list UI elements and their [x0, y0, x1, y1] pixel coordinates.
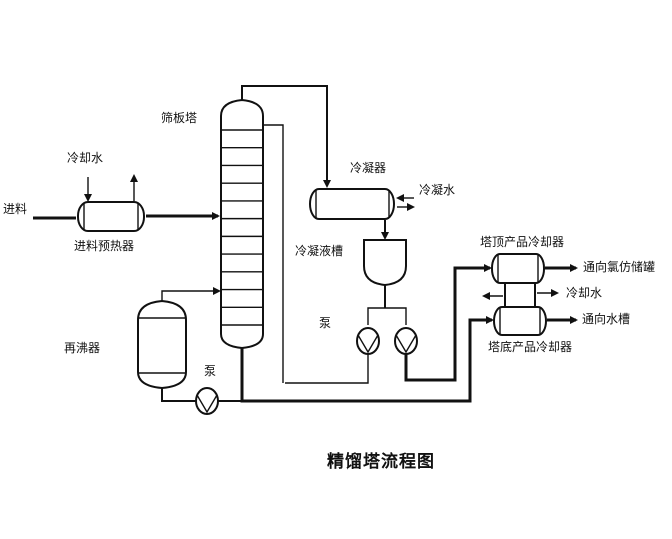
label-condensate-tank: 冷凝液槽: [295, 244, 344, 258]
sieve-tray-column: [220, 98, 264, 350]
top-product-cooler: [491, 253, 545, 284]
reflux-pump-return-line: [285, 354, 369, 384]
label-preheater-cooling-water: 冷却水: [67, 151, 104, 165]
top-product-line: [404, 264, 492, 382]
label-top-product-cooler: 塔顶产品冷却器: [480, 235, 565, 249]
vapor-line: [241, 85, 331, 188]
label-to-water-tank: 通向水槽: [582, 312, 631, 326]
label-condenser: 冷凝器: [350, 161, 387, 175]
bottom-product-line: [240, 316, 494, 403]
condenser: [309, 188, 395, 220]
bottom-product-cooler: [493, 306, 547, 336]
diagram-title: 精馏塔流程图: [327, 452, 435, 472]
label-pump-reflux: 泵: [319, 316, 332, 330]
reflux-line: [264, 124, 284, 383]
label-sieve-tray-column: 筛板塔: [161, 111, 198, 125]
product-pump: [394, 327, 418, 355]
cooler-connector: [504, 282, 536, 310]
reboiler: [137, 299, 187, 390]
pump-header: [367, 307, 407, 325]
label-reboiler: 再沸器: [64, 341, 101, 355]
label-product-cooling-water: 冷却水: [566, 286, 603, 300]
reflux-pump: [356, 327, 380, 355]
reboiler-vapor-line: [161, 287, 221, 301]
label-bottom-product-cooler: 塔底产品冷却器: [488, 340, 573, 354]
label-pump-reboiler: 泵: [204, 364, 217, 378]
label-to-chloroform-tank: 通向氯仿储罐: [583, 260, 656, 274]
label-condenser-water: 冷凝水: [419, 183, 456, 197]
label-feed: 进料: [3, 202, 28, 216]
reboiler-pump: [195, 387, 219, 415]
reboiler-outlet-line: [161, 388, 196, 402]
feed-preheater: [77, 201, 145, 232]
label-feed-preheater: 进料预热器: [74, 239, 135, 253]
condensate-tank: [363, 239, 407, 287]
